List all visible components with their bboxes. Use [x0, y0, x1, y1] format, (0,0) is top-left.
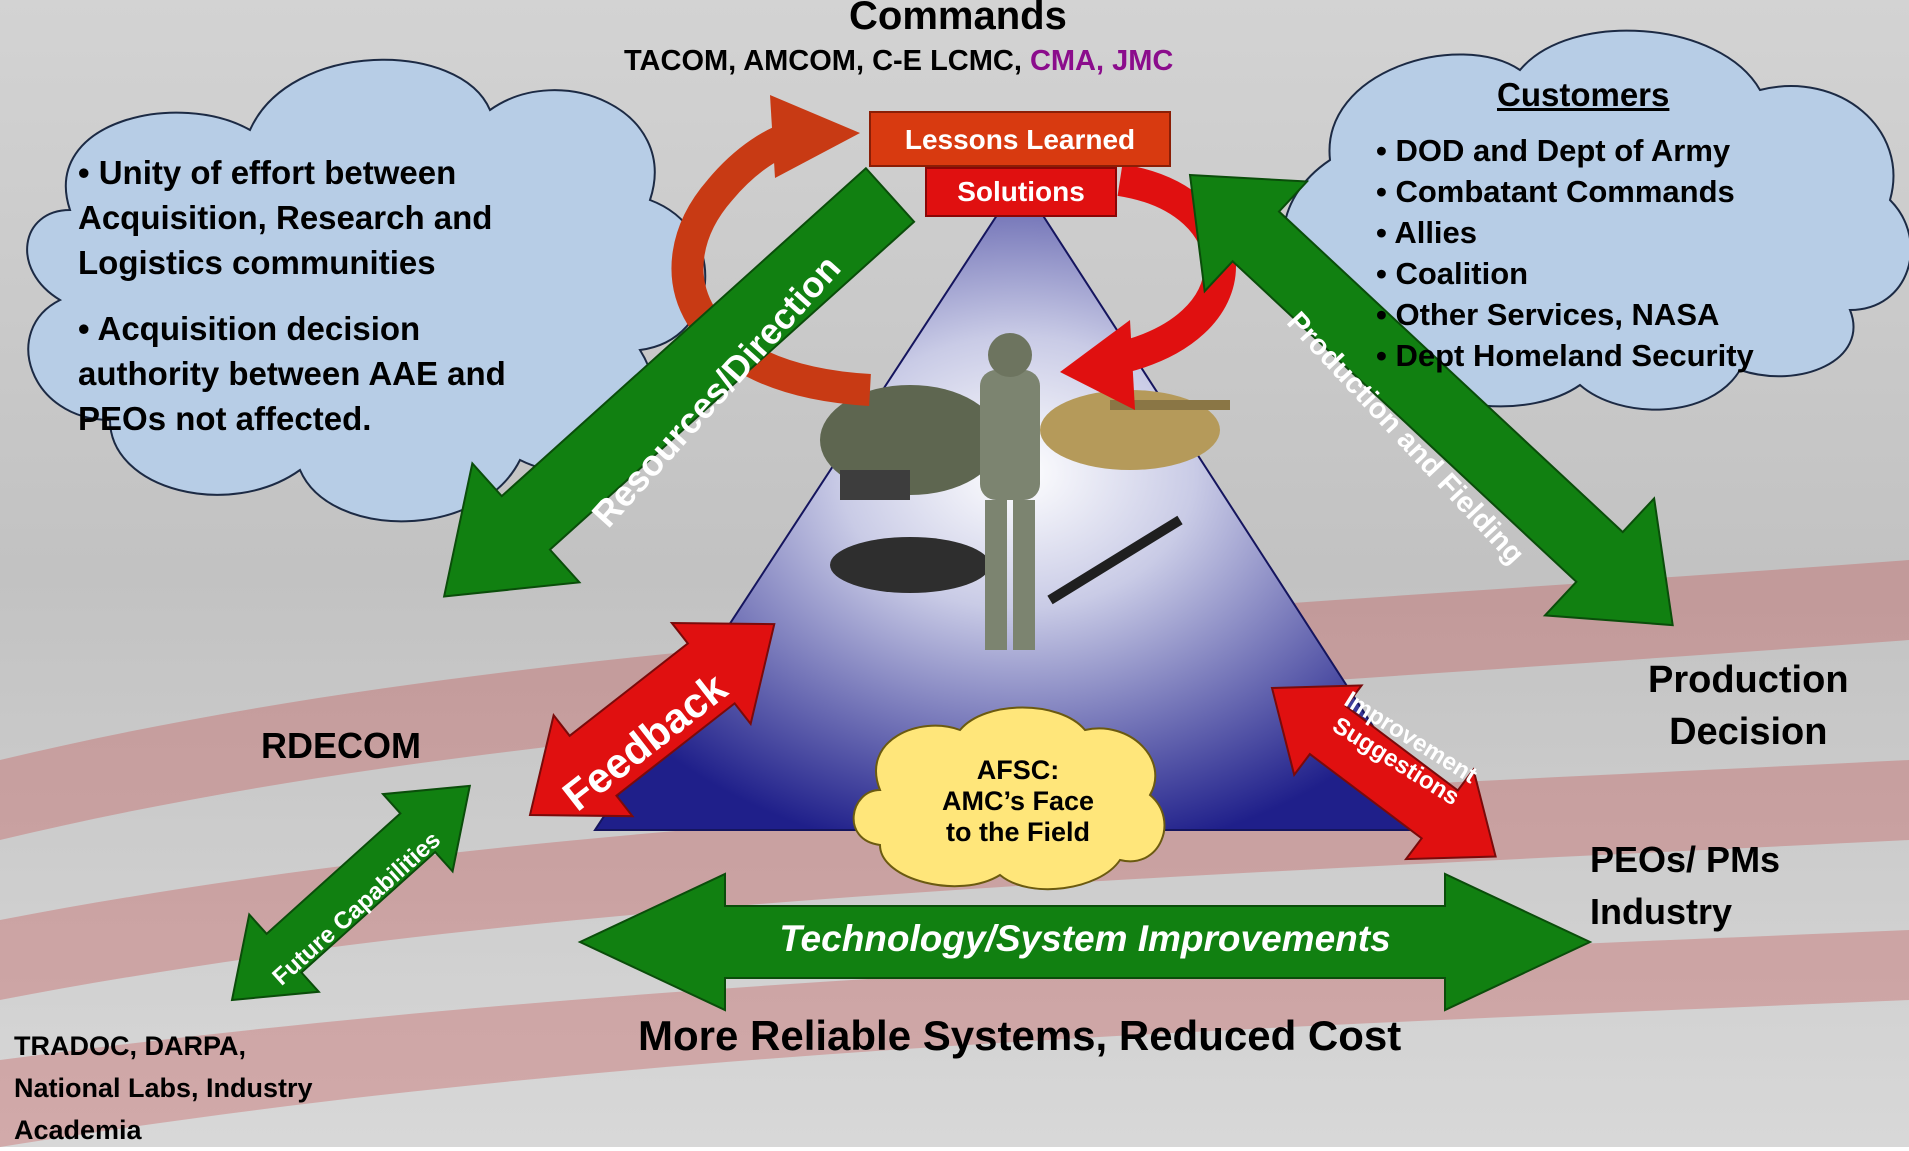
- cloud-line: • Acquisition decision: [78, 310, 421, 347]
- afsc-line: to the Field: [946, 817, 1090, 847]
- future-capabilities-arrow: [230, 784, 472, 1002]
- improvement-arrow: [1270, 684, 1497, 861]
- tradoc-label: TRADOC, DARPA, National Labs, Industry A…: [14, 1025, 313, 1151]
- rdecom-label: RDECOM: [261, 725, 421, 766]
- customer-item: • Allies: [1376, 215, 1478, 250]
- customer-item: • DOD and Dept of Army: [1376, 133, 1731, 168]
- note-line: TRADOC, DARPA,: [14, 1031, 246, 1061]
- cloud-line: authority between AAE and: [78, 355, 506, 392]
- customer-item: • Coalition: [1376, 256, 1529, 291]
- technology-arrow: [577, 872, 1593, 1012]
- afsc-cloud: [852, 706, 1166, 891]
- commands-list-main: TACOM, AMCOM, C-E LCMC,: [624, 45, 1030, 77]
- curved-arrow-left: [671, 119, 871, 406]
- curved-arrow-right-head: [1060, 320, 1135, 410]
- resources-direction-arrow: [442, 166, 916, 598]
- production-fielding-arrow: [1188, 173, 1674, 627]
- customers-title: Customers: [1497, 76, 1670, 113]
- solutions-label: Solutions: [957, 176, 1085, 207]
- lessons-learned-label: Lessons Learned: [904, 124, 1136, 155]
- commands-list-accent: CMA, JMC: [1029, 45, 1174, 77]
- commands-title: Commands: [849, 0, 1067, 38]
- note-line: National Labs, Industry: [14, 1073, 313, 1103]
- node-line: PEOs/ PMs: [1590, 839, 1781, 880]
- node-line: Industry: [1590, 891, 1733, 932]
- reliable-systems-label: More Reliable Systems, Reduced Cost: [638, 1012, 1402, 1059]
- lessons-learned-box: [869, 111, 1171, 167]
- left-cloud-bullet-1: • Unity of effort between Acquisition, R…: [78, 150, 492, 285]
- note-line: Academia: [14, 1115, 142, 1145]
- production-decision-label: Production Decision: [1648, 654, 1849, 758]
- cloud-line: • Unity of effort between: [78, 154, 457, 191]
- commands-list: TACOM, AMCOM, C-E LCMC, CMA, JMC: [624, 45, 1173, 78]
- soldier-equipment-illustration: [820, 333, 1230, 650]
- cloud-line: Acquisition, Research and: [78, 199, 493, 236]
- curved-arrow-left-head: [770, 95, 860, 178]
- left-cloud-bullet-2: • Acquisition decision authority between…: [78, 306, 506, 441]
- solutions-box: [925, 167, 1117, 217]
- customers-list: • DOD and Dept of Army • Combatant Comma…: [1376, 130, 1754, 376]
- node-line: Decision: [1669, 711, 1828, 753]
- afsc-line: AFSC:: [976, 755, 1060, 785]
- customer-item: • Other Services, NASA: [1376, 297, 1720, 332]
- afsc-line: AMC’s Face: [941, 786, 1095, 816]
- technology-label: Technology/System Improvements: [779, 918, 1391, 959]
- cloud-line: Logistics communities: [78, 244, 436, 281]
- customer-item: • Combatant Commands: [1376, 174, 1735, 209]
- node-line: Production: [1648, 659, 1849, 701]
- cloud-line: PEOs not affected.: [78, 400, 372, 437]
- peos-pms-label: PEOs/ PMs Industry: [1590, 834, 1780, 938]
- afsc-label: AFSC: AMC’s Face to the Field: [888, 755, 1148, 848]
- feedback-arrow: [528, 621, 776, 818]
- customer-item: • Dept Homeland Security: [1376, 338, 1754, 373]
